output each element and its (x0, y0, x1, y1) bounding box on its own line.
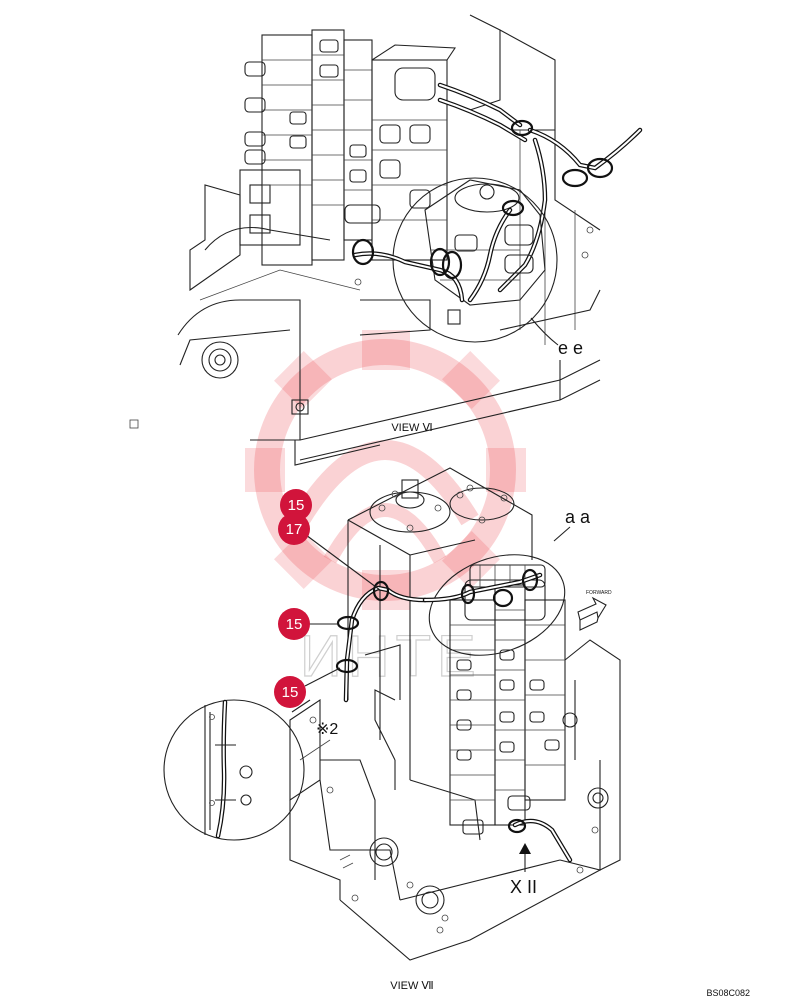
forward-arrow-icon (577, 596, 607, 631)
detail-label-aa: a a (565, 507, 591, 527)
note-2-label: ※2 (316, 721, 338, 738)
callout-17-text: 17 (286, 521, 303, 538)
callout-15-bottom: 15 (274, 676, 306, 708)
svg-text:ИНТЕ: ИНТЕ (300, 624, 482, 689)
callout-leaders (304, 526, 571, 687)
detail-label-xii: X II (510, 877, 537, 897)
callout-15-middle-text: 15 (286, 616, 303, 633)
lower-view-drawing (163, 467, 621, 961)
upper-view-drawing (129, 14, 643, 466)
callout-15-top-text: 15 (288, 497, 305, 514)
callout-15-top: 15 (280, 489, 312, 521)
detail-label-ee: e e (558, 338, 583, 358)
upper-view-label: VIEW Ⅵ (391, 422, 432, 434)
callout-17: 17 (278, 513, 310, 545)
callout-15-middle: 15 (278, 608, 310, 640)
figure-code: BS08C082 (706, 988, 750, 998)
forward-label: FORWARD (586, 590, 612, 596)
callout-15-bottom-text: 15 (282, 684, 299, 701)
lower-view-label: VIEW Ⅶ (390, 980, 433, 992)
